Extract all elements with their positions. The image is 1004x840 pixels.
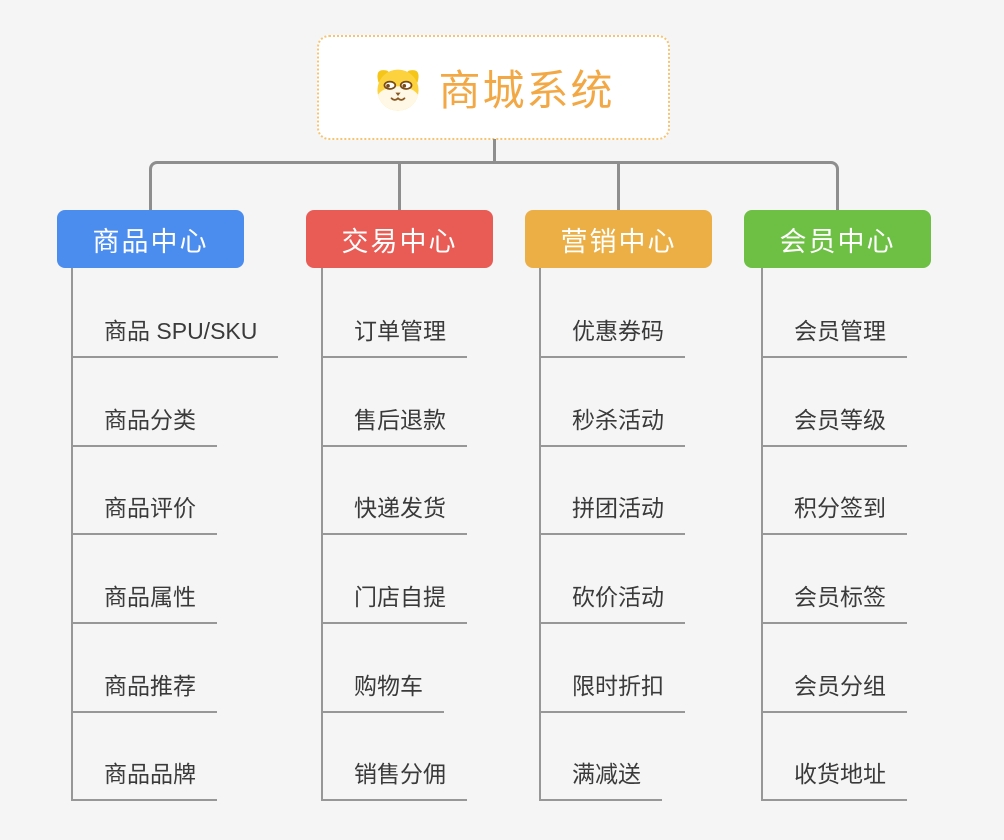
leaf-node[interactable]: 商品 SPU/SKU xyxy=(71,315,279,358)
leaf-node[interactable]: 积分签到 xyxy=(761,492,907,535)
leaf-node[interactable]: 收货地址 xyxy=(761,758,907,801)
leaf-node[interactable]: 门店自提 xyxy=(321,581,467,624)
leaf-node[interactable]: 会员标签 xyxy=(761,581,907,624)
connector-corner-left xyxy=(149,161,173,210)
leaf-node[interactable]: 购物车 xyxy=(321,670,444,713)
leaf-node[interactable]: 商品分类 xyxy=(71,404,217,447)
leaf-node[interactable]: 会员等级 xyxy=(761,404,907,447)
leaf-node[interactable]: 砍价活动 xyxy=(539,581,685,624)
leaf-node[interactable]: 会员管理 xyxy=(761,315,907,358)
leaf-node[interactable]: 满减送 xyxy=(539,758,662,801)
connector-drop-branch-3 xyxy=(617,162,620,210)
root-node[interactable]: 商城系统 xyxy=(317,35,670,140)
branch-node-trade-center[interactable]: 交易中心 xyxy=(306,210,493,268)
leaf-node[interactable]: 销售分佣 xyxy=(321,758,467,801)
connector-drop-branch-2 xyxy=(398,162,401,210)
leaf-node[interactable]: 售后退款 xyxy=(321,404,467,447)
root-title: 商城系统 xyxy=(438,67,615,114)
leaf-node[interactable]: 商品品牌 xyxy=(71,758,217,801)
leaf-node[interactable]: 优惠券码 xyxy=(539,315,685,358)
branch-node-member-center[interactable]: 会员中心 xyxy=(744,210,931,268)
branch-node-product-center[interactable]: 商品中心 xyxy=(57,210,244,268)
leaf-node[interactable]: 商品推荐 xyxy=(71,670,217,713)
branch-node-marketing-center[interactable]: 营销中心 xyxy=(525,210,712,268)
leaf-node[interactable]: 快递发货 xyxy=(321,492,467,535)
connector-root-stub xyxy=(493,139,496,163)
leaf-node[interactable]: 会员分组 xyxy=(761,670,907,713)
dog-face-icon xyxy=(377,69,420,111)
connector-corner-right xyxy=(815,161,839,210)
leaf-node[interactable]: 订单管理 xyxy=(321,315,467,358)
leaf-node[interactable]: 商品评价 xyxy=(71,492,217,535)
leaf-node[interactable]: 限时折扣 xyxy=(539,670,685,713)
connector-horizontal-bar xyxy=(164,161,824,164)
leaf-node[interactable]: 秒杀活动 xyxy=(539,404,685,447)
leaf-node[interactable]: 商品属性 xyxy=(71,581,217,624)
leaf-node[interactable]: 拼团活动 xyxy=(539,492,685,535)
